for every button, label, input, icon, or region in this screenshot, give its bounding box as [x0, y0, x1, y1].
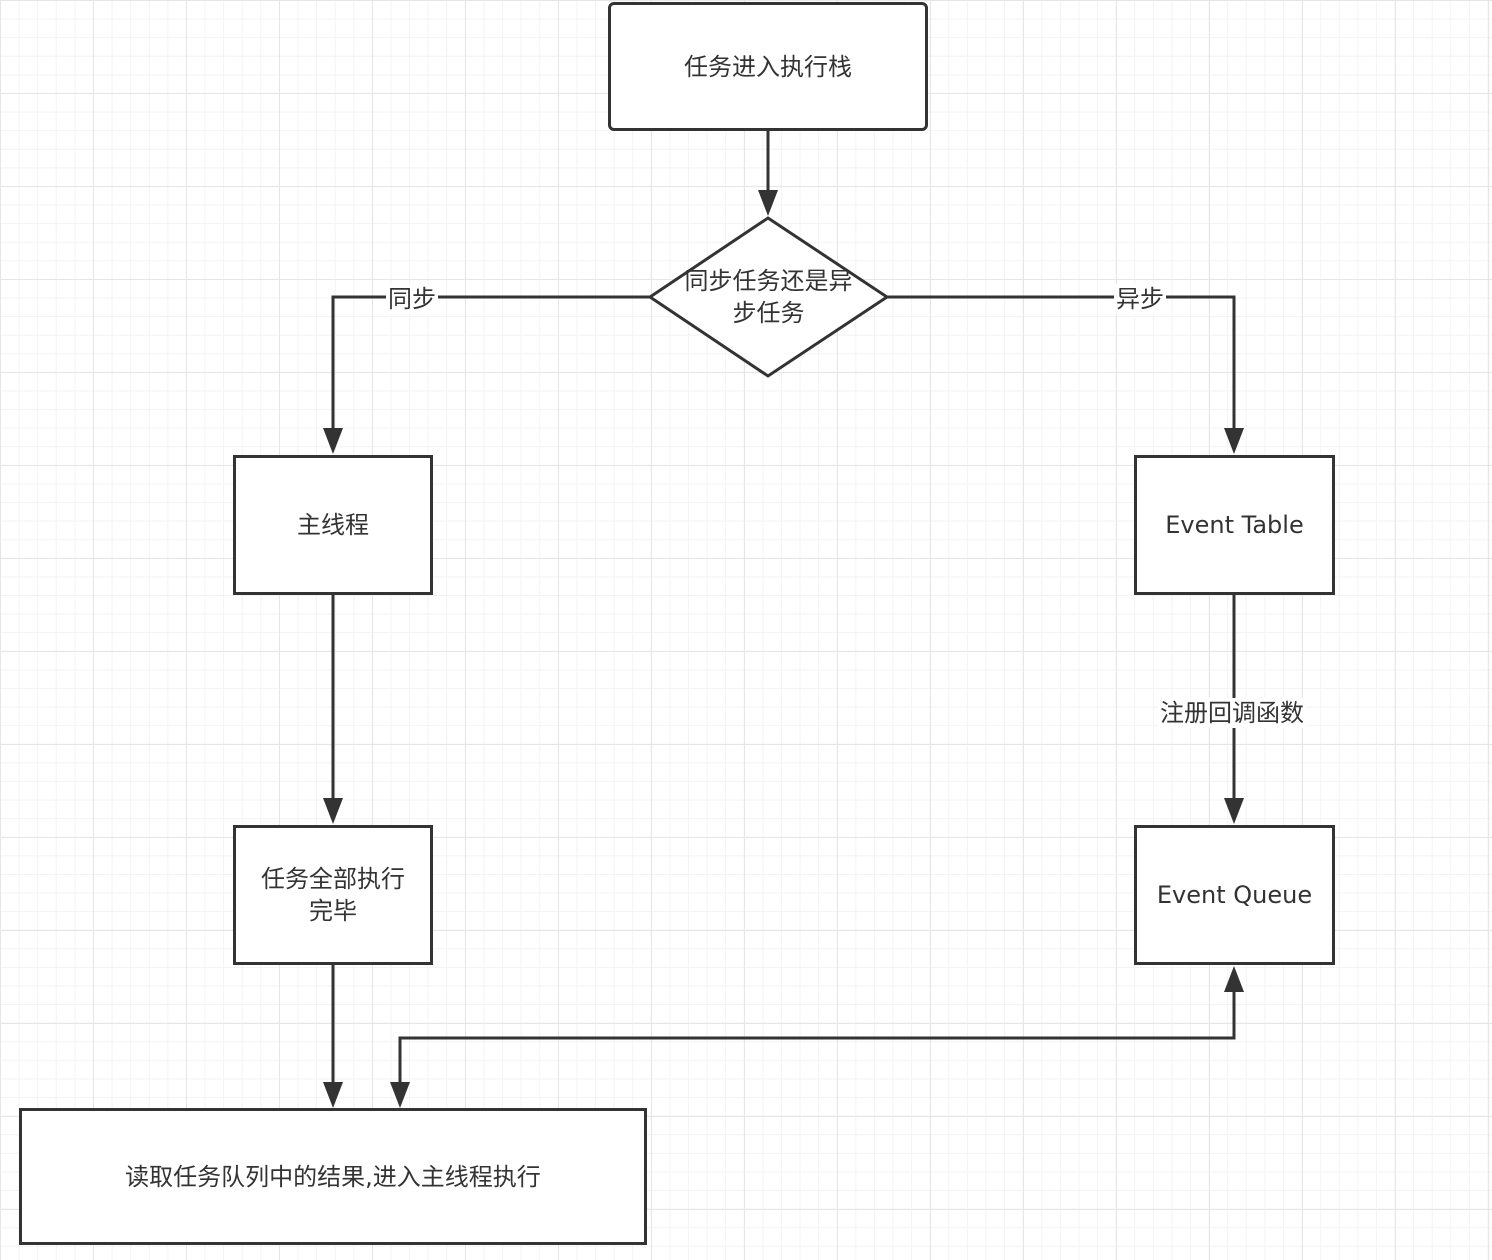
edge-event-table-to-event-queue — [1224, 594, 1244, 824]
decision-diamond-shape — [647, 216, 890, 378]
node-event-table[interactable]: Event Table — [1134, 455, 1335, 595]
edge-all-done-to-read-queue — [323, 964, 343, 1108]
node-main-thread-label: 主线程 — [297, 511, 369, 539]
edge-label-async: 异步 — [1114, 284, 1166, 314]
edge-label-register-callback: 注册回调函数 — [1158, 698, 1306, 728]
node-read-queue[interactable]: 读取任务队列中的结果,进入主线程执行 — [19, 1108, 647, 1245]
node-event-queue-label: Event Queue — [1156, 881, 1313, 909]
edge-decision-to-main-thread — [323, 295, 651, 454]
node-read-queue-label: 读取任务队列中的结果,进入主线程执行 — [125, 1162, 541, 1191]
node-start-label: 任务进入执行栈 — [684, 52, 852, 81]
node-all-done[interactable]: 任务全部执行 完毕 — [233, 825, 433, 965]
edge-event-queue-to-read-queue — [390, 966, 1244, 1108]
node-decision-text: 同步任务还是异 步任务 — [684, 267, 853, 327]
node-decision-label[interactable]: 同步任务还是异 步任务 — [650, 258, 887, 336]
node-start[interactable]: 任务进入执行栈 — [608, 2, 928, 131]
edge-label-sync: 同步 — [386, 284, 438, 314]
node-event-queue[interactable]: Event Queue — [1134, 825, 1335, 965]
node-event-table-label: Event Table — [1165, 511, 1304, 539]
edge-decision-to-event-table — [886, 295, 1244, 454]
node-main-thread[interactable]: 主线程 — [233, 455, 433, 595]
edge-start-to-decision — [758, 130, 778, 216]
edge-main-thread-to-all-done — [323, 594, 343, 824]
node-all-done-label: 任务全部执行 完毕 — [261, 865, 405, 925]
